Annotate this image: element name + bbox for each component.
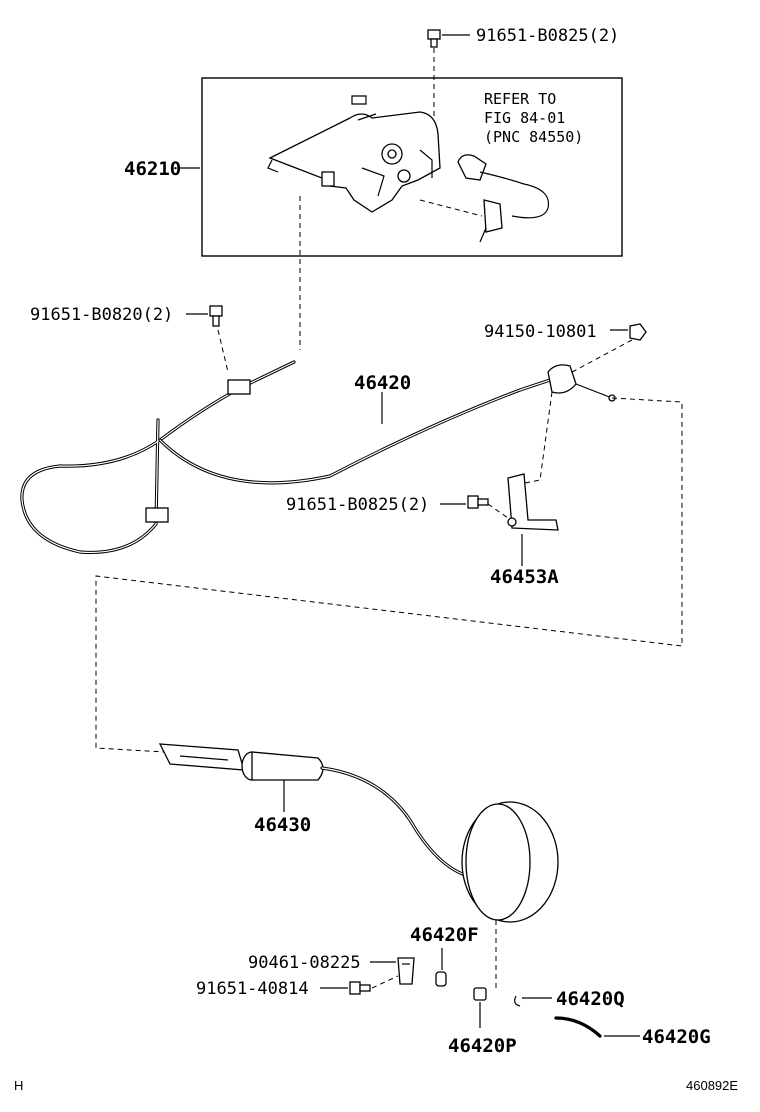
- cable-bracket-icon: [507, 473, 559, 531]
- grommet-46420g-icon: [554, 1016, 602, 1038]
- label-46453a: 46453A: [490, 566, 559, 588]
- label-90461-08225: 90461-08225: [248, 953, 361, 973]
- bolt-lower-icon: [349, 981, 371, 995]
- label-91651-b0820: 91651-B0820(2): [30, 305, 173, 325]
- label-91651-b0825-top: 91651-B0825(2): [476, 26, 619, 46]
- label-91651-40814: 91651-40814: [196, 979, 309, 999]
- clip-46420p-icon: [473, 987, 487, 1001]
- label-46420g: 46420G: [642, 1026, 711, 1048]
- label-46420: 46420: [354, 372, 411, 394]
- footer-left: H: [14, 1078, 23, 1093]
- brake-switch-icon: [457, 154, 550, 243]
- label-46420f: 46420F: [410, 924, 479, 946]
- bolt-middle-icon: [467, 495, 489, 509]
- footer-right: 460892E: [686, 1078, 738, 1093]
- refer-line-1: REFER TO: [484, 90, 556, 108]
- clip-46420f-icon: [435, 971, 447, 987]
- label-46210: 46210: [124, 158, 181, 180]
- label-46420q: 46420Q: [556, 988, 625, 1010]
- label-91651-b0825-mid: 91651-B0825(2): [286, 495, 429, 515]
- label-46420p: 46420P: [448, 1035, 517, 1057]
- clip-90461-icon: [397, 957, 415, 985]
- refer-line-3: (PNC 84550): [484, 128, 583, 146]
- parking-brake-cable-icon: [20, 360, 616, 555]
- refer-line-2: FIG 84-01: [484, 109, 565, 127]
- brake-drum-icon: [461, 801, 559, 923]
- label-46430: 46430: [254, 814, 311, 836]
- nut-icon: [629, 323, 647, 341]
- top-bolt-icon: [427, 29, 441, 48]
- bolt-left-icon: [209, 305, 223, 327]
- clip-46420q-icon: [514, 995, 521, 1007]
- label-94150-10801: 94150-10801: [484, 322, 597, 342]
- parking-brake-lever-icon: [267, 95, 441, 213]
- lever-assembly-frame: [201, 77, 623, 257]
